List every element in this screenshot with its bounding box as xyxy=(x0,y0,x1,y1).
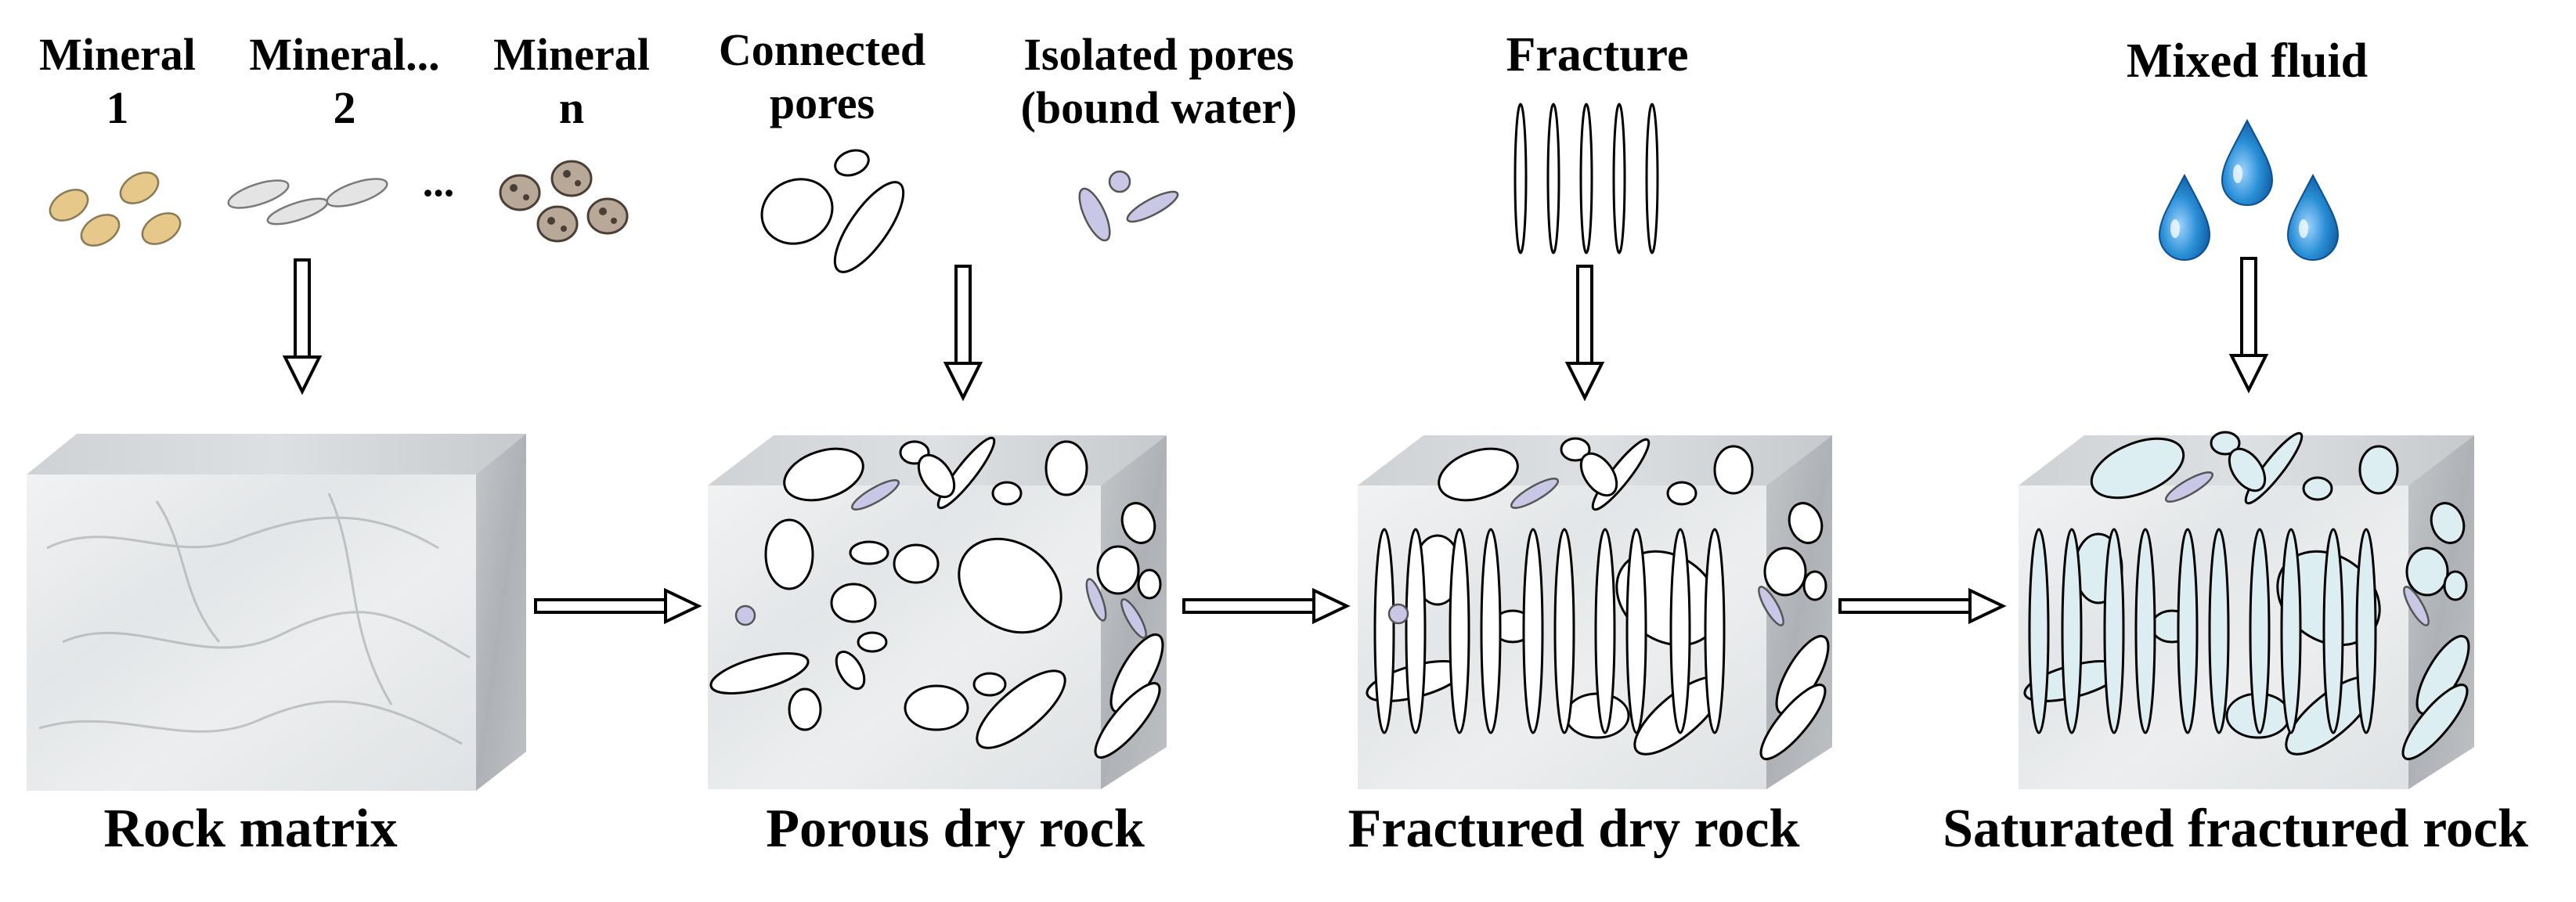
connected-pores-label: Connected pores xyxy=(689,23,955,131)
mineral-n-label: Mineral n xyxy=(470,28,673,135)
connected-pores-label-line1: Connected xyxy=(718,24,926,75)
arrow-fractured-to-saturated xyxy=(1838,589,2004,623)
cube-rock-matrix xyxy=(27,434,526,791)
mineral-1-grains xyxy=(49,171,182,247)
stage-label-rock-matrix: Rock matrix xyxy=(103,799,398,859)
connected-pores-label-line2: pores xyxy=(769,78,875,129)
stage-label-fractured-dry-rock: Fractured dry rock xyxy=(1348,799,1800,859)
arrow-fluid-to-saturated xyxy=(2230,257,2268,391)
mixed-fluid-label: Mixed fluid xyxy=(2126,34,2369,88)
isolated-pores-label: Isolated pores (bound water) xyxy=(987,28,1331,135)
arrow-porous-to-fractured xyxy=(1182,589,1348,623)
connected-pores-icon xyxy=(760,149,905,273)
cube-fractured-dry-rock xyxy=(1358,435,1832,789)
stage-label-porous-dry-rock: Porous dry rock xyxy=(766,799,1145,859)
arrow-fracture-to-fractured xyxy=(1566,265,1604,399)
cube-saturated-fractured-rock xyxy=(2019,431,2474,789)
fracture-label: Fracture xyxy=(1506,28,1689,81)
fracture-icon xyxy=(1513,103,1659,254)
isolated-pores-icon xyxy=(1078,170,1179,242)
mineral-n-grains xyxy=(499,160,629,243)
mixed-fluid-droplets xyxy=(2158,118,2340,261)
mineral-2-grains xyxy=(227,178,388,226)
mineral-1-label: Mineral 1 xyxy=(23,28,211,135)
mineral-1-label-line1: Mineral xyxy=(39,29,196,80)
isolated-pores-label-line1: Isolated pores xyxy=(1023,29,1294,80)
mineral-n-label-line2: n xyxy=(558,82,585,134)
mineral-2-label-line2: 2 xyxy=(333,82,356,134)
mineral-2-label-line1: Mineral... xyxy=(249,29,440,80)
arrow-minerals-to-matrix xyxy=(283,258,321,393)
mineral-2-label: Mineral... 2 xyxy=(223,28,466,135)
cube-porous-dry-rock xyxy=(708,435,1167,789)
arrow-pores-to-porous xyxy=(944,265,982,399)
stage-label-saturated-fractured-rock: Saturated fractured rock xyxy=(1943,799,2528,859)
arrow-matrix-to-porous xyxy=(534,589,700,623)
mineral-dots: ... xyxy=(423,158,455,205)
mineral-1-label-line2: 1 xyxy=(106,82,129,134)
mineral-n-label-line1: Mineral xyxy=(493,29,650,80)
isolated-pores-label-line2: (bound water) xyxy=(1020,82,1297,134)
